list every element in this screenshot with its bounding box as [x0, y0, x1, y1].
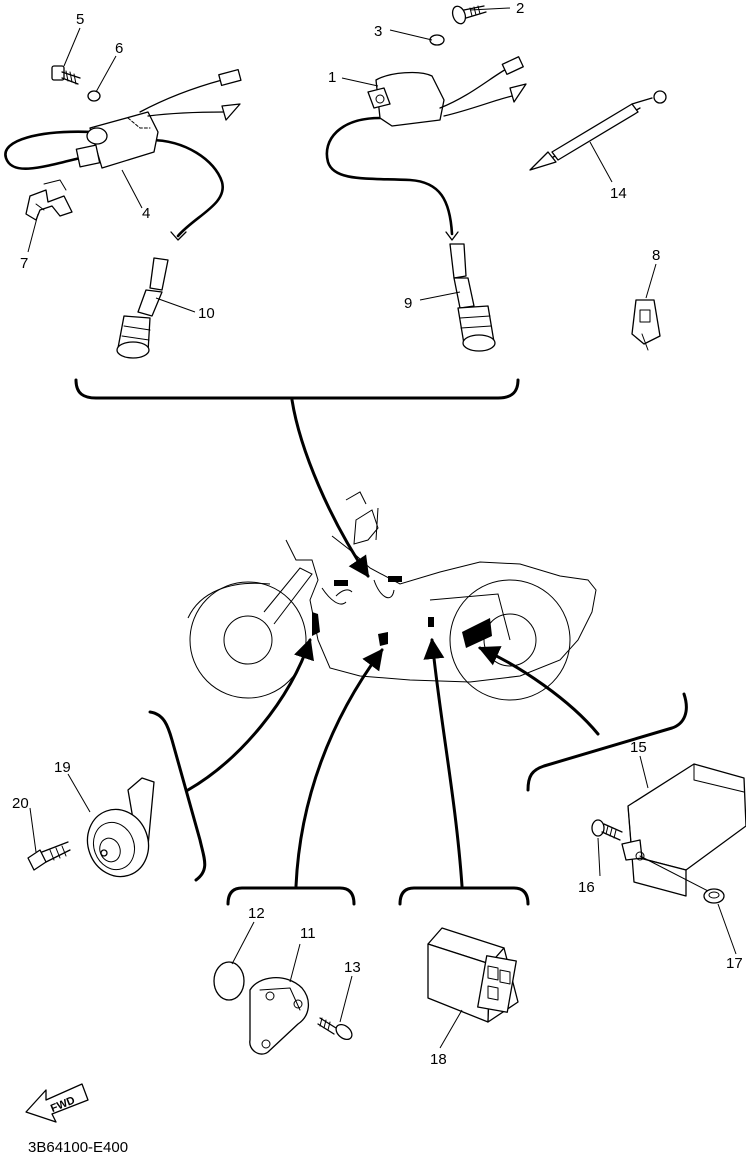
callout-14: 14	[610, 185, 627, 202]
callout-10: 10	[198, 305, 215, 322]
connector-8[interactable]	[631, 299, 661, 351]
switch-11[interactable]	[249, 976, 309, 1055]
callout-19: 19	[54, 759, 71, 776]
ground-lead-14[interactable]	[529, 90, 667, 171]
motorcycle-outline	[187, 491, 597, 701]
bolt-16[interactable]	[591, 819, 623, 841]
fwd-arrow: FWD	[25, 1083, 89, 1123]
bracket-horn	[148, 710, 207, 882]
callout-17: 17	[726, 955, 743, 972]
callout-13: 13	[344, 959, 361, 976]
screw-13[interactable]	[317, 1017, 355, 1042]
bolt-20[interactable]	[27, 841, 71, 871]
callout-9: 9	[404, 295, 412, 312]
callout-5: 5	[76, 11, 84, 28]
washer-6[interactable]	[87, 90, 101, 102]
callout-18: 18	[430, 1051, 447, 1068]
bolt-5[interactable]	[51, 65, 81, 85]
o-ring-12[interactable]	[213, 961, 245, 1001]
relay-18[interactable]	[427, 927, 519, 1023]
clamp-7[interactable]	[25, 179, 73, 221]
leader-regulator	[478, 646, 600, 736]
callout-16: 16	[578, 879, 595, 896]
drawing-code: 3B64100-E400	[28, 1139, 128, 1155]
top-group-bracket	[74, 378, 520, 400]
plug-cap-10[interactable]	[116, 257, 169, 359]
collar-17[interactable]	[703, 888, 725, 904]
left-ignition-coil[interactable]	[4, 68, 242, 241]
washer-3[interactable]	[429, 34, 445, 46]
callout-1: 1	[328, 69, 336, 86]
leader-top-to-bike	[290, 398, 370, 578]
callout-2: 2	[516, 0, 524, 17]
regulator-15[interactable]	[621, 763, 746, 897]
bracket-left-switch	[226, 886, 356, 906]
callout-6: 6	[115, 40, 123, 57]
right-ignition-coil[interactable]	[325, 56, 527, 241]
callout-3: 3	[374, 23, 382, 40]
callout-4: 4	[142, 205, 150, 222]
callout-8: 8	[652, 247, 660, 264]
horn-19[interactable]	[78, 777, 158, 885]
callout-7: 7	[20, 255, 28, 272]
bracket-relay	[398, 886, 530, 906]
callout-12: 12	[248, 905, 265, 922]
callout-20: 20	[12, 795, 29, 812]
callout-11: 11	[300, 925, 316, 942]
bracket-regulator	[526, 692, 688, 792]
screw-2[interactable]	[450, 4, 487, 25]
leader-horn	[186, 638, 314, 792]
leader-relay	[423, 637, 464, 888]
callout-15: 15	[630, 739, 647, 756]
plug-cap-9[interactable]	[449, 243, 496, 352]
leader-left-switch	[294, 648, 384, 888]
callout-leader-lines	[27, 7, 737, 1049]
